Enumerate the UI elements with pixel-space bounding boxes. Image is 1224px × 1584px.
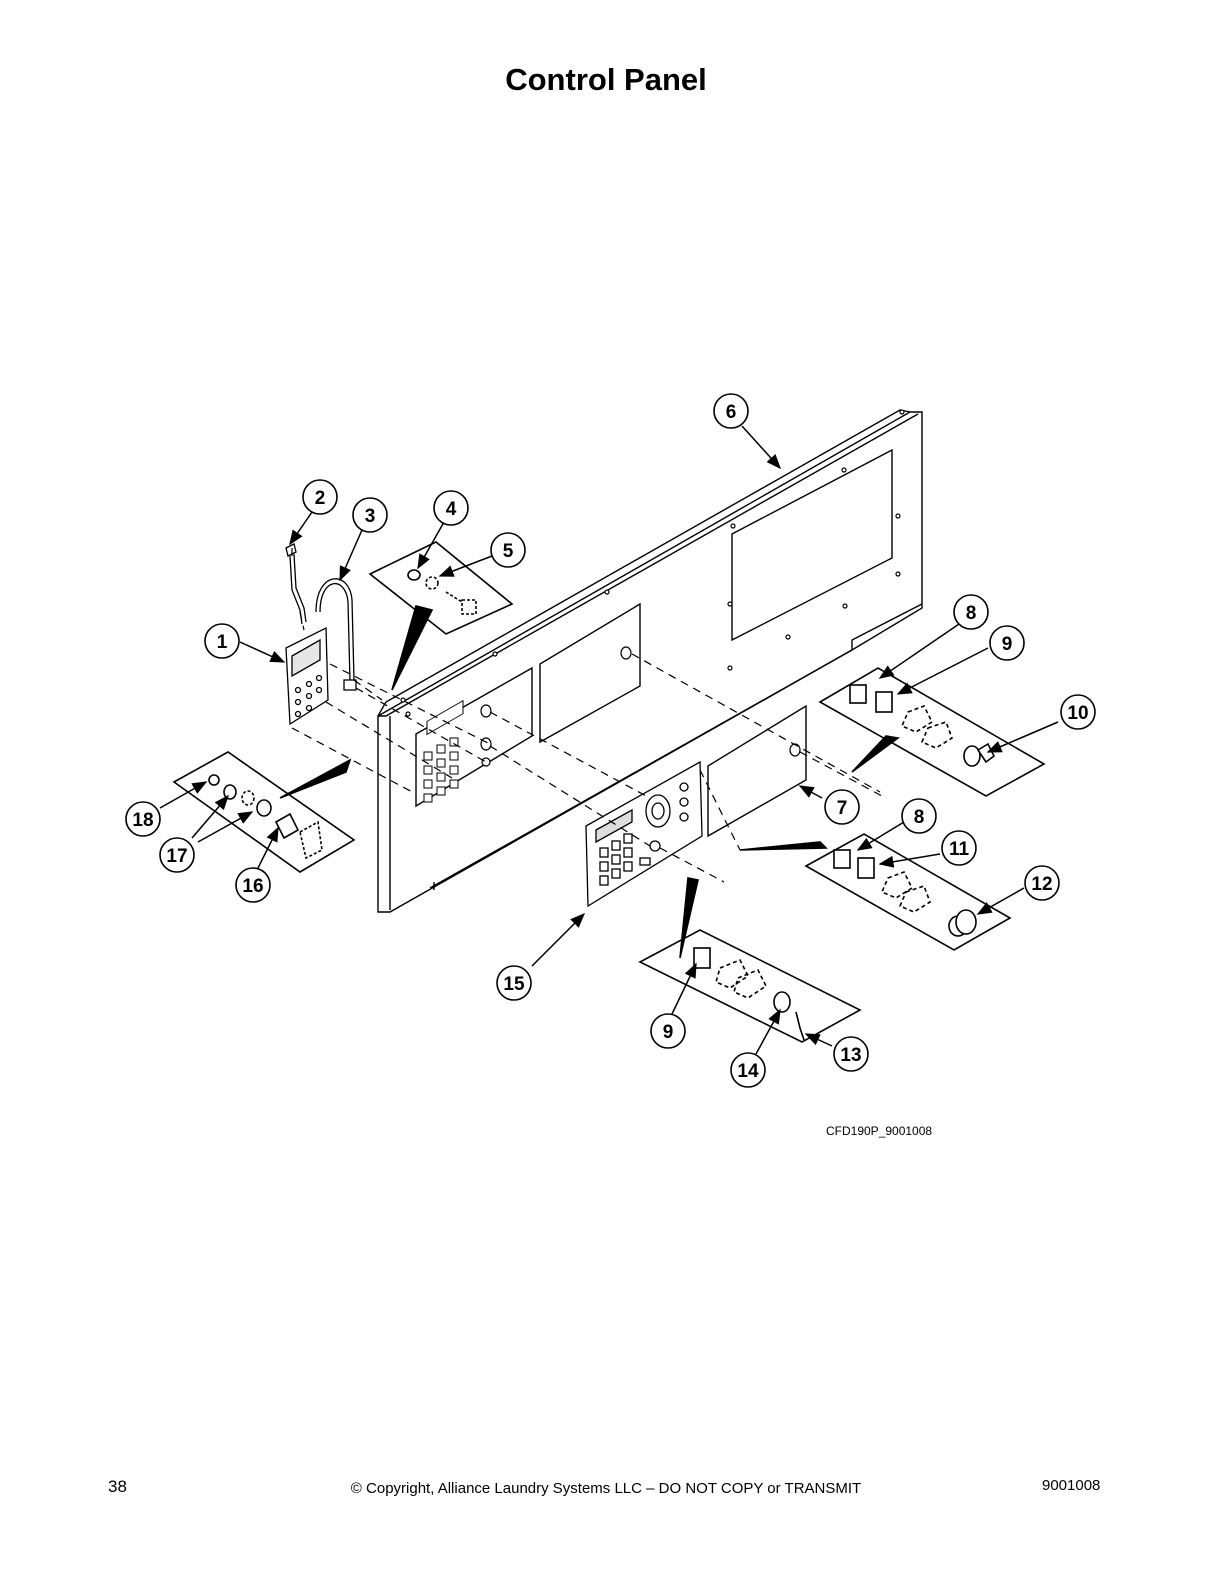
svg-text:17: 17: [166, 846, 187, 867]
detail-box-9-13-14: [638, 877, 862, 1043]
svg-text:5: 5: [503, 541, 514, 562]
callout-6: 6: [713, 393, 749, 429]
detail-box-8-11-12: [739, 833, 1012, 951]
callout-4: 4: [433, 490, 469, 526]
svg-text:11: 11: [949, 839, 970, 860]
callout-18: 18: [125, 801, 161, 837]
figure-code: CFD190P_9001008: [826, 1124, 933, 1138]
svg-text:8: 8: [914, 807, 925, 828]
svg-text:3: 3: [365, 506, 376, 527]
callout-3: 3: [352, 497, 388, 533]
callout-13: 13: [833, 1036, 869, 1072]
detail-box-16-17-18: [172, 751, 356, 873]
ribbon-cable-3: [315, 578, 357, 691]
svg-text:8: 8: [966, 603, 977, 624]
callout-8-lower: 8: [901, 798, 937, 834]
svg-text:13: 13: [840, 1045, 861, 1066]
callout-9-upper: 9: [989, 625, 1025, 661]
svg-text:14: 14: [737, 1061, 759, 1082]
callout-2: 2: [302, 479, 338, 515]
callout-11: 11: [941, 830, 977, 866]
svg-text:16: 16: [242, 876, 263, 897]
svg-text:12: 12: [1031, 874, 1052, 895]
document-number: 9001008: [1042, 1477, 1101, 1494]
callout-12: 12: [1024, 865, 1060, 901]
page-title: Control Panel: [505, 62, 707, 97]
callout-8-upper: 8: [953, 594, 989, 630]
svg-text:7: 7: [837, 798, 848, 819]
callouts: 1 2 3 4 5 6 7 8 9 10 8 11 12 15 9 1: [125, 393, 1096, 1088]
alignment-lines: [291, 548, 883, 883]
left-keypad: [423, 699, 464, 803]
svg-text:10: 10: [1067, 703, 1088, 724]
ribbon-cable-2: [285, 543, 307, 625]
callout-16: 16: [235, 867, 271, 903]
callout-15: 15: [496, 965, 532, 1001]
callout-17: 17: [159, 837, 195, 873]
copyright-notice: © Copyright, Alliance Laundry Systems LL…: [350, 1480, 862, 1497]
svg-text:9: 9: [1002, 634, 1013, 655]
svg-text:15: 15: [503, 974, 525, 995]
front-overlay-15: [585, 760, 703, 908]
callout-10: 10: [1060, 694, 1096, 730]
svg-text:2: 2: [315, 488, 326, 509]
leader-lines: [159, 425, 1059, 1055]
panel-holes: [400, 409, 905, 767]
svg-text:9: 9: [663, 1022, 674, 1043]
svg-text:6: 6: [726, 402, 737, 423]
detail-box-8-9-10: [818, 667, 1046, 797]
detail-box-4-5: [368, 541, 514, 691]
callout-5: 5: [490, 532, 526, 568]
circuit-board-1: [285, 626, 329, 726]
callout-1: 1: [204, 623, 240, 659]
callout-7: 7: [824, 789, 860, 825]
svg-text:1: 1: [217, 632, 228, 653]
svg-text:4: 4: [446, 499, 457, 520]
svg-text:18: 18: [132, 810, 153, 831]
callout-9-lower: 9: [650, 1013, 686, 1049]
page-number: 38: [108, 1477, 127, 1496]
callout-14: 14: [730, 1052, 766, 1088]
